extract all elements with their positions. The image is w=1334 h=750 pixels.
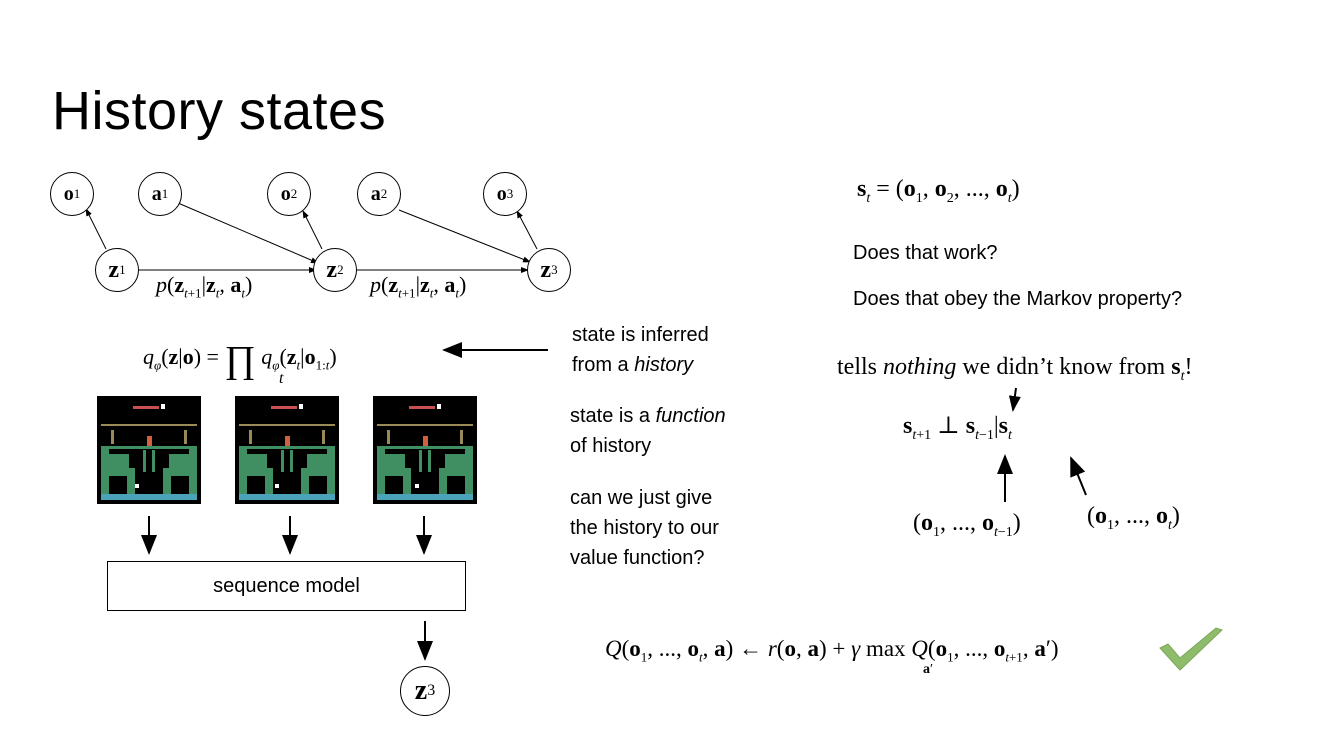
inference-note: state is inferred from a history xyxy=(572,324,709,376)
product-index: t xyxy=(279,370,284,387)
nothing-arrow xyxy=(1008,387,1021,412)
game-frame-art xyxy=(97,396,201,504)
independence-equation: st+1 ⊥ st−1|st xyxy=(903,413,1012,443)
game-frame-art xyxy=(235,396,339,504)
game-frame-art xyxy=(373,396,477,504)
checkmark-icon xyxy=(1159,627,1223,671)
history-cur: (o1, ..., ot) xyxy=(1087,503,1180,533)
sequence-model-box: sequence model xyxy=(107,561,466,611)
tells-nothing-line: tells nothing we didn’t know from st! xyxy=(837,354,1193,384)
game-frame-2 xyxy=(235,396,339,504)
function-note: state is a function of history xyxy=(570,405,726,457)
max-subscript: a′ xyxy=(923,662,934,677)
history-prev: (o1, ..., ot−1) xyxy=(913,510,1021,540)
edge-z2-o2 xyxy=(302,210,323,250)
edge-a1-z2 xyxy=(177,202,319,264)
slide-title: History states xyxy=(52,81,387,141)
edge-z1-o1 xyxy=(85,208,107,250)
inference-equation: qφ(z|o) = ∏ qφ(zt|o1:t) xyxy=(143,339,337,381)
bellman-equation: Q(o1, ..., ot, a) ← r(o, a) + γ max Q(o1… xyxy=(605,636,1059,665)
transition-label-2: p(zt+1|zt, at) xyxy=(370,272,467,301)
edge-z3-o3 xyxy=(516,210,538,250)
question-work: Does that work? xyxy=(853,242,998,264)
game-frame-1 xyxy=(97,396,201,504)
question-markov: Does that obey the Markov property? xyxy=(853,288,1183,310)
edge-a2-z3 xyxy=(398,209,531,263)
transition-label-1: p(zt+1|zt, at) xyxy=(156,272,253,301)
cur-history-arrow xyxy=(1070,456,1087,496)
value-function-note: can we just give the history to our valu… xyxy=(570,487,719,569)
state-definition: st = (o1, o2, ..., ot) xyxy=(857,176,1020,206)
game-frame-3 xyxy=(373,396,477,504)
